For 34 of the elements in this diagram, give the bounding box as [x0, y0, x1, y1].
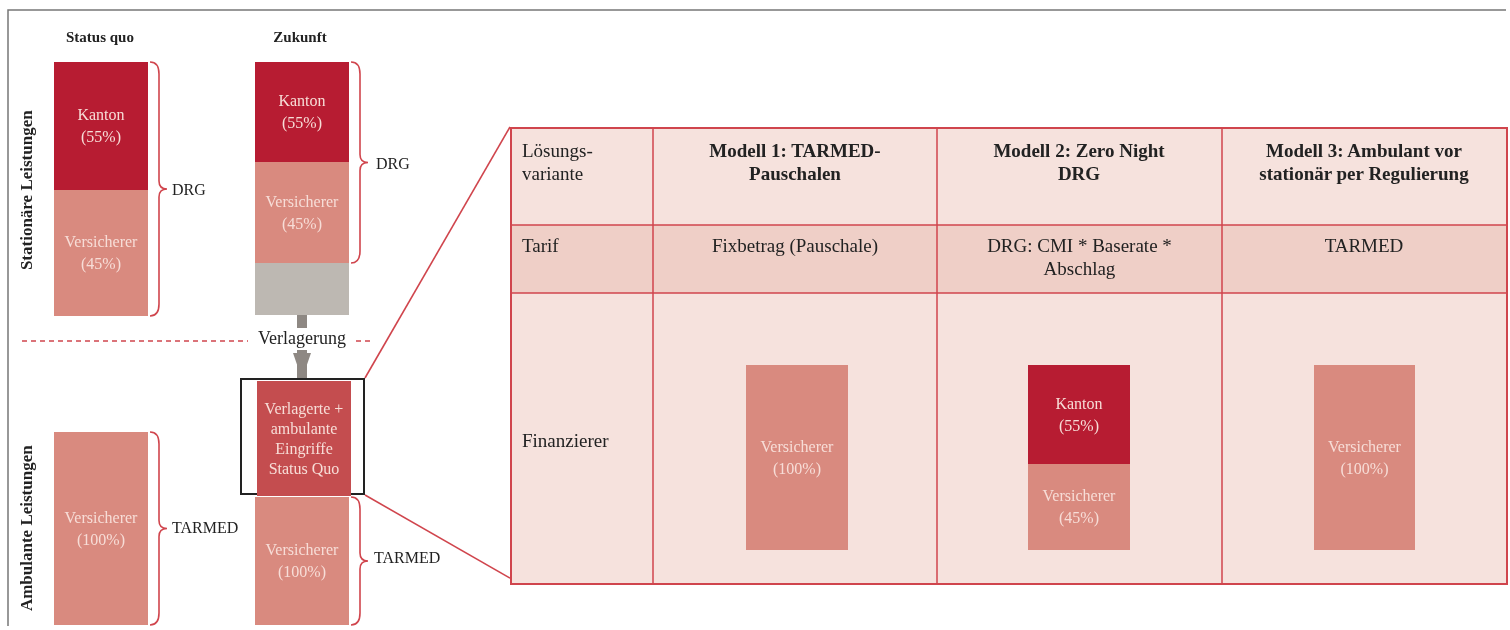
- brace-label: DRG: [376, 154, 411, 174]
- brace-label: TARMED: [374, 548, 442, 568]
- financing-block: Verlagerte + ambulante Eingriffe Status Quo: [257, 381, 351, 496]
- financing-block: Versicherer (100%): [1314, 365, 1415, 550]
- financing-block: Versicherer (100%): [54, 432, 148, 625]
- row-heading: Ambulante Leistungen: [16, 444, 37, 614]
- table-header-text: Lösungs-variante: [522, 140, 594, 186]
- shifted-block: [255, 263, 349, 315]
- column-heading: Zukunft: [272, 28, 328, 46]
- table-cell-text: Tarif: [522, 235, 560, 258]
- brace-label: DRG: [172, 180, 207, 200]
- table-cell-text: Fixbetrag (Pauschale): [710, 235, 880, 258]
- row-heading: Stationäre Leistungen: [16, 109, 37, 273]
- highlight-frame: [240, 378, 365, 495]
- edge-label: Verlagerung: [255, 328, 349, 350]
- table-header-text: Modell 1: TARMED-Pauschalen: [708, 140, 882, 186]
- table-cell-text: Finanzierer: [522, 430, 610, 453]
- brace-label: TARMED: [172, 518, 240, 538]
- table-cell-text: TARMED: [1323, 235, 1405, 258]
- financing-block: Versicherer (100%): [746, 365, 848, 550]
- financing-block: Versicherer (45%): [255, 162, 349, 263]
- zoom-line: [364, 494, 511, 579]
- financing-block: Versicherer (45%): [1028, 464, 1130, 550]
- financing-block: Kanton (55%): [54, 62, 148, 190]
- financing-block: Kanton (55%): [255, 62, 349, 162]
- table-cell-text: DRG: CMI * Baserate * Abschlag: [986, 235, 1173, 281]
- financing-block: Versicherer (100%): [255, 497, 349, 625]
- table-header-text: Modell 3: Ambulant vor stationär per Regulierung: [1258, 140, 1470, 186]
- financing-block: Versicherer (45%): [54, 190, 148, 316]
- comparison-table: [510, 127, 1508, 585]
- financing-block: Kanton (55%): [1028, 365, 1130, 464]
- zoom-line: [364, 126, 511, 379]
- table-header-text: Modell 2: Zero Night DRG: [992, 140, 1166, 186]
- column-heading: Status quo: [65, 28, 135, 46]
